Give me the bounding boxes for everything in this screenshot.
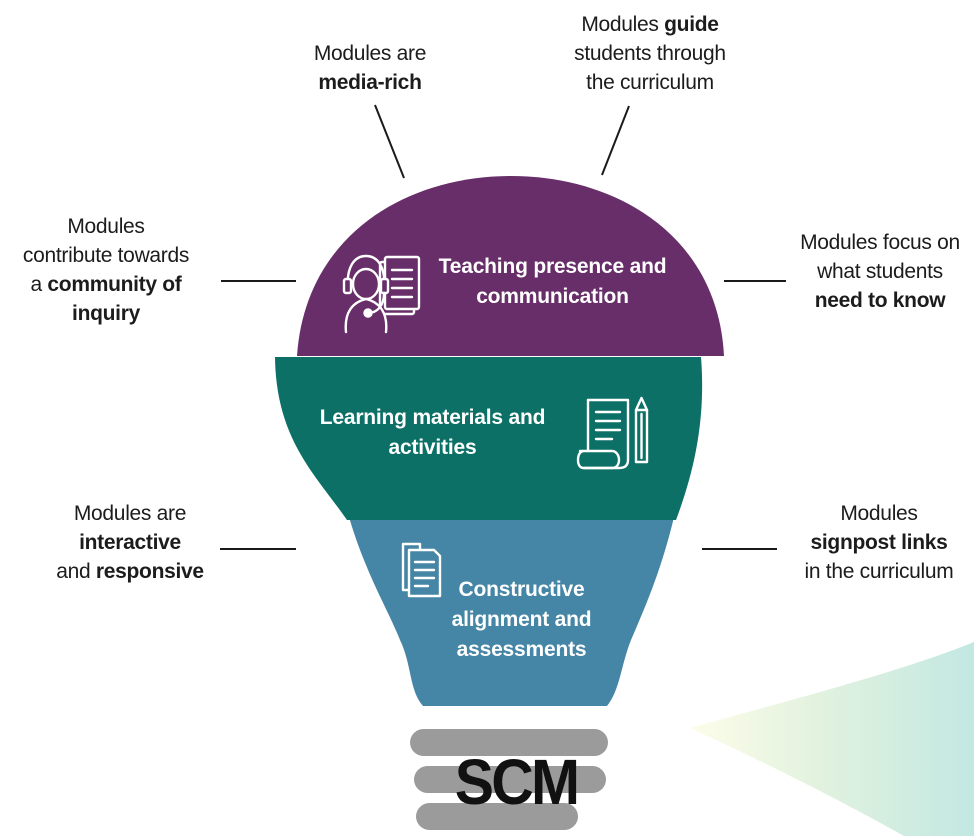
band-bottom-label-line1: Constructive [458,578,585,601]
bulb-band-top [297,176,724,356]
caption-line: students through [574,42,726,65]
caption-bold: community of [47,273,182,296]
caption-bold: responsive [95,560,204,583]
band-middle-label-line1: Learning materials and [319,406,546,429]
decorative-leaf-shape [690,642,974,836]
scroll-pencil-icon [576,396,649,470]
caption-line: Modules are [313,42,427,65]
caption-guide: Modules guide students through the curri… [540,10,760,97]
caption-focus: Modules focus on what students need to k… [786,228,974,315]
caption-line: Modules focus on [800,231,960,254]
caption-media-rich: Modules are media-rich [290,39,450,97]
base-label-scm: SCM [454,746,580,818]
caption-line: a [30,273,48,296]
caption-line: Modules [67,215,145,238]
band-bottom-label-line3: assessments [456,638,587,661]
band-top-label: Teaching presence and communication [420,252,685,312]
caption-line: Modules are [73,502,187,525]
caption-line: contribute towards [22,244,190,267]
headset-person-document-icon [342,254,421,334]
caption-bold: inquiry [72,302,140,325]
documents-icon [401,542,442,598]
caption-bold: need to know [814,289,946,312]
caption-bold: interactive [79,531,181,554]
connector-guide [601,105,630,176]
connector-media-rich [374,104,405,179]
caption-bold: media-rich [318,71,422,94]
caption-line: and [56,560,96,583]
caption-line: in the curriculum [804,560,954,583]
caption-community: Modules contribute towards a community o… [6,212,206,328]
base-stripe [416,803,578,830]
band-top-label-line1: Teaching presence and [438,255,667,278]
bulb-base [410,729,608,830]
band-top-label-line2: communication [476,285,629,308]
caption-bold: signpost links [810,531,948,554]
caption-line: Modules [581,13,665,36]
base-stripe [414,766,606,793]
band-middle-label: Learning materials and activities [300,403,565,463]
caption-interactive: Modules are interactive and responsive [40,499,220,586]
bulb-band-middle [275,357,703,520]
connector-lines [220,104,786,550]
caption-signpost: Modules signpost links in the curriculum [784,499,974,586]
caption-line: Modules [840,502,918,525]
base-stripe [410,729,608,756]
band-middle-label-line2: activities [388,436,477,459]
caption-line: what students [817,260,943,283]
band-bottom-label: Constructive alignment and assessments [440,575,603,665]
caption-bold: guide [664,13,719,36]
caption-line: the curriculum [586,71,714,94]
band-bottom-label-line2: alignment and [451,608,592,631]
